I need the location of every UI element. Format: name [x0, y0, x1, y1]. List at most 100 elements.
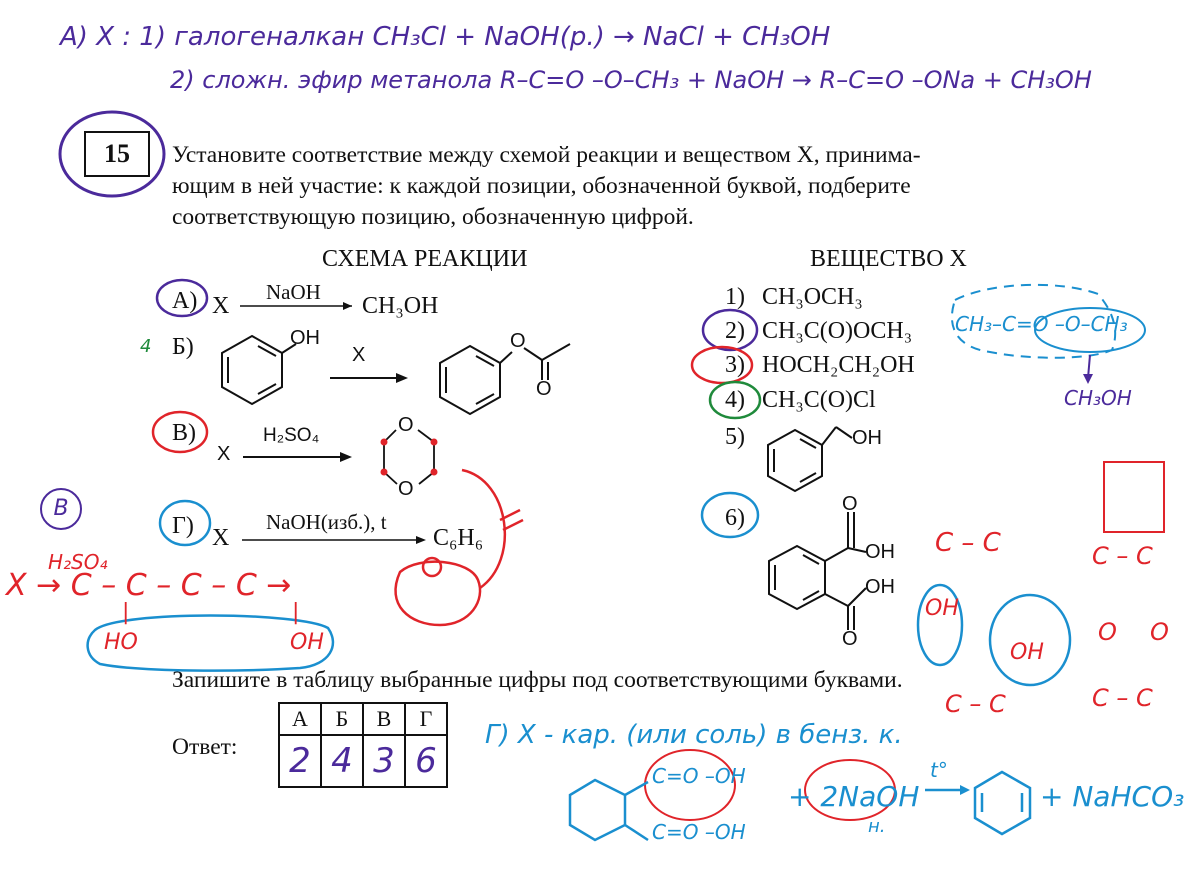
handwriting-line1: А) X : 1) галогеналкан CH₃Cl + NaOH(р.) …	[60, 22, 831, 52]
task-prompt-line1: Установите соответствие между схемой реа…	[172, 142, 921, 168]
scheme-v-circle	[151, 410, 209, 454]
phenyl-acetate-structure	[439, 343, 571, 416]
handwriting-right-oh-left: OH	[925, 596, 959, 621]
task-prompt-line3: соответствующую позицию, обозначенную ци…	[172, 204, 694, 230]
scheme-b-letter: Б)	[172, 334, 194, 360]
handwriting-right-c-bottom: C – C	[945, 690, 1006, 718]
substance-1-formula: CH₃OCH₃	[762, 284, 863, 310]
answer-cell-a[interactable]: 2	[278, 734, 322, 788]
answer-header-g: Г	[404, 702, 448, 736]
scheme-a-reagent: NaOH	[266, 280, 321, 304]
scheme-b-reagent: X	[352, 344, 366, 366]
methanol-arrowhead	[1083, 374, 1093, 384]
substance-5-num: 5)	[725, 424, 745, 450]
handwriting-v-chain: X → C – C – C – C →	[6, 568, 292, 603]
phenol-structure	[221, 334, 297, 406]
handwriting-v-oh: OH	[290, 630, 324, 655]
right-red-box	[1103, 461, 1165, 533]
scheme-b-arrowhead	[396, 373, 408, 383]
scheme-v-x: X	[217, 443, 231, 465]
g-arrowhead	[960, 785, 970, 795]
scheme-b-product-carbonyl-o: O	[536, 378, 552, 400]
answer-label: Ответ:	[172, 734, 238, 760]
handwriting-box-o-left: O	[1098, 618, 1117, 646]
answer-cell-b[interactable]: 4	[320, 734, 364, 788]
substance-4-circle	[708, 380, 762, 420]
substance-3-formula: HOCH₂CH₂OH	[762, 352, 915, 378]
handwriting-v-ho: HO	[104, 630, 138, 655]
substance-4-num: 4)	[725, 387, 745, 413]
scheme-a-x: X	[212, 293, 230, 319]
scheme-a-letter: А)	[172, 288, 198, 314]
scheme-v-letter: В)	[172, 420, 196, 446]
handwriting-right-oh-right: OH	[1010, 640, 1044, 665]
substance-6-num: 6)	[725, 505, 745, 531]
column-header-schemes: СХЕМА РЕАКЦИИ	[322, 246, 528, 272]
handwriting-v-bond-left: |	[122, 600, 130, 625]
handwriting-g-heat: t°	[930, 758, 948, 782]
red-cross-2	[502, 518, 524, 532]
handwriting-g-acid-bottom: C=O –OH	[652, 820, 746, 844]
handwriting-box-c-bottom: C – C	[1092, 684, 1153, 712]
g-benzene-right	[973, 770, 1032, 836]
scheme-a-arrowhead	[343, 302, 352, 310]
phthalic-o-top: O	[842, 493, 858, 515]
scheme-v-arrowhead	[340, 452, 352, 462]
handwriting-methanol-note: CH₃OH	[1064, 386, 1132, 410]
substance-5-oh: OH	[852, 427, 882, 449]
scheme-g-letter: Г)	[172, 513, 194, 539]
task-number-circle	[58, 110, 166, 198]
scheme-b-handwritten-mark: 4	[140, 336, 151, 357]
answer-prompt: Запишите в таблицу выбранные цифры под с…	[172, 667, 903, 693]
substance-2-formula: CH₃C(O)OCH₃	[762, 318, 913, 344]
column-header-substances: ВЕЩЕСТВО X	[810, 246, 967, 272]
answer-table: А Б В Г 2 4 3 6	[278, 702, 448, 788]
red-ring-sketch	[394, 560, 482, 627]
scheme-g-reagent: NaOH(изб.), t	[266, 510, 387, 534]
scheme-v-ring-o-top: O	[398, 414, 414, 436]
red-curved-arrow	[461, 468, 507, 590]
handwriting-v-circle: В	[40, 488, 82, 530]
right-oh-circle-left	[916, 583, 964, 667]
answer-cell-v[interactable]: 3	[362, 734, 406, 788]
handwriting-g-naoh: + 2NaOH	[788, 780, 920, 813]
scheme-a-circle	[155, 278, 209, 318]
scheme-b-product-ether-o: O	[510, 330, 526, 352]
substance-3-num: 3)	[725, 352, 745, 378]
handwriting-v-reagent: H₂SO₄	[48, 550, 108, 574]
task-number-box: 15	[84, 131, 150, 177]
handwriting-g-acid-top: C=O –OH	[652, 764, 746, 788]
substance-6-circle	[700, 491, 760, 539]
substance-1-num: 1)	[725, 284, 745, 310]
red-ring-o	[421, 556, 443, 578]
answer-header-b: Б	[320, 702, 364, 736]
scheme-v-ring-o-bottom: O	[398, 478, 414, 500]
scheme-v-reagent: H₂SO₄	[263, 425, 320, 446]
answer-cell-g[interactable]: 6	[404, 734, 448, 788]
answer-header-a: А	[278, 702, 322, 736]
handwriting-g-sub: н.	[868, 816, 886, 837]
substance-6-oh-top: OH	[865, 541, 895, 563]
handwriting-v-bond-right: |	[292, 600, 300, 625]
handwriting-ester-note: CH₃–C=O –O–CH₃	[955, 312, 1128, 336]
scheme-g-arrowhead	[416, 536, 426, 544]
phthalic-acid-structure	[768, 512, 867, 630]
scheme-b-reactant-oh: OH	[290, 327, 320, 349]
diol-blue-loop	[86, 614, 335, 672]
benzyl-alcohol-structure	[767, 426, 853, 493]
handwriting-line2: 2) сложн. эфир метанола R–C=O –O–CH₃ + N…	[170, 66, 1092, 94]
g-naoh-circle	[804, 759, 896, 821]
red-cross-1	[499, 508, 521, 522]
scheme-g-circle	[158, 499, 212, 547]
dioxane-structure	[383, 429, 435, 485]
right-oh-circle-right	[988, 593, 1072, 687]
phthalic-o-bottom: O	[842, 628, 858, 650]
answer-header-v: В	[362, 702, 406, 736]
scheme-g-x: X	[212, 525, 230, 551]
scheme-a-product: CH₃OH	[362, 293, 439, 319]
substance-2-circle	[701, 308, 759, 352]
handwriting-right-chain: C – C	[935, 528, 1001, 558]
substance-2-num: 2)	[725, 318, 745, 344]
g-benzene-left	[568, 778, 649, 842]
